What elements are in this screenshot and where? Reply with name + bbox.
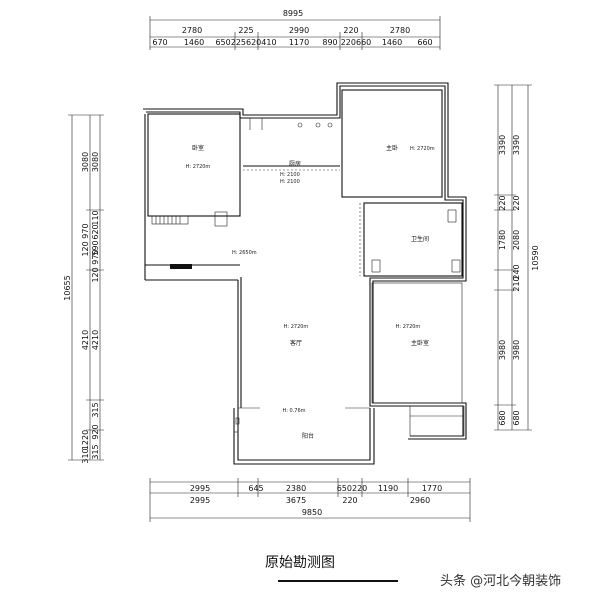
dim-top-4: 220 <box>343 26 358 35</box>
dim-left-a5: 310 <box>81 448 90 463</box>
dim-right-a4: 3980 <box>498 340 507 360</box>
dim-top2-8: 660 <box>417 38 432 47</box>
dim-right-b4: 240 <box>512 264 521 279</box>
dim-bot2-2: 3675 <box>286 496 306 505</box>
dim-top-5: 2780 <box>390 26 410 35</box>
left-dimensions: 10655 3080 120 970 4210 1220 310 3080 11… <box>63 114 104 464</box>
room-kitchen-h2: H: 2100 <box>280 179 300 185</box>
dim-right-b1: 3390 <box>512 135 521 155</box>
dim-left-a2: 120 970 <box>81 223 90 256</box>
dim-right-b7: 680 <box>512 410 521 425</box>
dim-right-a2: 220 <box>498 195 507 210</box>
corridor-h: H: 2650m <box>232 250 257 256</box>
dim-left-a3: 4210 <box>81 330 90 350</box>
room-bedroom-right-h: H: 2720m <box>410 146 435 152</box>
dim-left-b1: 3080 <box>91 152 100 172</box>
dim-bot2-3: 220 <box>342 496 357 505</box>
dim-right-b6: 3980 <box>512 340 521 360</box>
dim-top-2: 225 <box>238 26 253 35</box>
plan-title: 原始勘测图 <box>265 555 335 571</box>
room-bathroom: 卫生间 <box>411 235 429 243</box>
dim-left-a4: 1220 <box>81 430 90 450</box>
right-dimensions: 3390 220 1780 3980 680 3390 220 2080 240… <box>494 84 540 431</box>
dim-left-b6: 4210 <box>91 330 100 350</box>
top-dimensions: 8995 2780 225 2990 220 2780 670 1460 650… <box>149 9 441 50</box>
bottom-dimensions: 2995 645 2380 650220 1190 1770 2995 3675… <box>149 478 471 522</box>
dim-top2-1: 670 <box>152 38 167 47</box>
dim-top-1: 2780 <box>182 26 202 35</box>
dim-top2-2: 1460 <box>184 38 204 47</box>
dim-top2-7: 1460 <box>382 38 402 47</box>
dim-bot2-1: 2995 <box>190 496 210 505</box>
dim-left-a1: 3080 <box>81 152 90 172</box>
room-labels: 卧室 H: 2720m 主卧 H: 2720m 厨房 H: 2100 H: 21… <box>186 144 435 440</box>
dim-right-a3: 1780 <box>498 230 507 250</box>
room-balcony: 阳台 <box>302 432 314 440</box>
dim-bot-total: 9850 <box>302 508 322 517</box>
dim-left-b3: 620 <box>91 224 100 239</box>
dim-bot-5: 1190 <box>378 484 398 493</box>
dim-left-b5: 120 970 <box>91 249 100 282</box>
room-kitchen-h: H: 2100 <box>280 172 300 178</box>
dim-bot-3: 2380 <box>286 484 306 493</box>
room-kitchen: 厨房 <box>289 160 301 168</box>
dim-top2-6: 220660 <box>341 38 372 47</box>
dim-left-total: 10655 <box>63 275 72 300</box>
room-balcony-h: H: 0.76m <box>282 408 305 414</box>
room-living: 客厅 <box>290 339 302 347</box>
dim-bot2-4: 2960 <box>410 496 430 505</box>
dim-left-b2: 110 <box>91 210 100 225</box>
dim-right-b3: 2080 <box>512 230 521 250</box>
dim-left-b9: 315 <box>91 444 100 459</box>
dim-right-total: 10590 <box>531 245 540 270</box>
dim-top2-4: 1170 <box>289 38 309 47</box>
dim-bot-2: 645 <box>248 484 263 493</box>
room-master: 主卧室 <box>411 339 429 347</box>
dim-bot-6: 1770 <box>422 484 442 493</box>
room-bedroom-left-h: H: 2720m <box>186 164 211 170</box>
dim-bot-1: 2995 <box>190 484 210 493</box>
dim-top-3: 2990 <box>289 26 309 35</box>
dim-right-b5: 210 <box>512 276 521 291</box>
dim-top2-3: 650225620410 <box>215 38 276 47</box>
room-bedroom-left: 卧室 <box>192 144 204 152</box>
room-bedroom-right: 主卧 <box>386 144 398 152</box>
dim-left-b4: 590 <box>91 240 100 255</box>
dim-top2-5: 890 <box>322 38 337 47</box>
dim-right-a1: 3390 <box>498 135 507 155</box>
room-master-h: H: 2720m <box>396 324 421 330</box>
dim-left-b7: 315 <box>91 402 100 417</box>
room-living-h: H: 2720m <box>284 324 309 330</box>
dim-left-b8: 920 <box>91 424 100 439</box>
watermark: 头条 @河北今朝装饰 <box>440 574 562 589</box>
title-underline <box>278 580 398 582</box>
dim-right-a5: 680 <box>498 410 507 425</box>
dim-bot-4: 650220 <box>337 484 368 493</box>
dim-right-b2: 220 <box>512 195 521 210</box>
walls <box>143 82 467 465</box>
dim-top-total: 8995 <box>283 9 303 18</box>
